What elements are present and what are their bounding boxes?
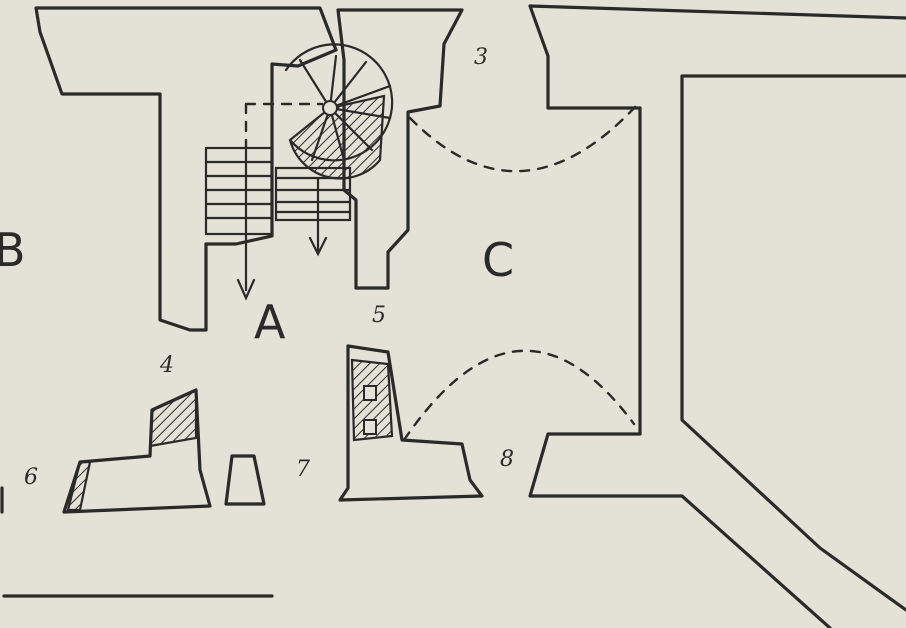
arch-lower-dashed (402, 349, 636, 442)
label-6: 6 (24, 465, 38, 490)
label-5: 5 (372, 303, 386, 328)
pier-5 (338, 344, 484, 502)
arch-upper-dashed (408, 104, 638, 173)
stair-flight-right (274, 166, 352, 257)
right-inner-wall (680, 74, 906, 612)
right-wall (528, 4, 906, 628)
left-pier-wall (34, 6, 338, 332)
label-area-a: A (254, 295, 286, 349)
pier-7 (224, 454, 266, 506)
stair-path-dashed (244, 102, 324, 152)
label-3: 3 (474, 45, 488, 70)
label-7: 7 (296, 457, 310, 482)
spiral-stair (284, 43, 394, 180)
label-area-c: C (482, 233, 514, 287)
label-area-b: B (0, 223, 26, 277)
label-4: 4 (159, 353, 174, 378)
label-8: 8 (500, 447, 514, 472)
stair-flight-left (204, 146, 274, 301)
